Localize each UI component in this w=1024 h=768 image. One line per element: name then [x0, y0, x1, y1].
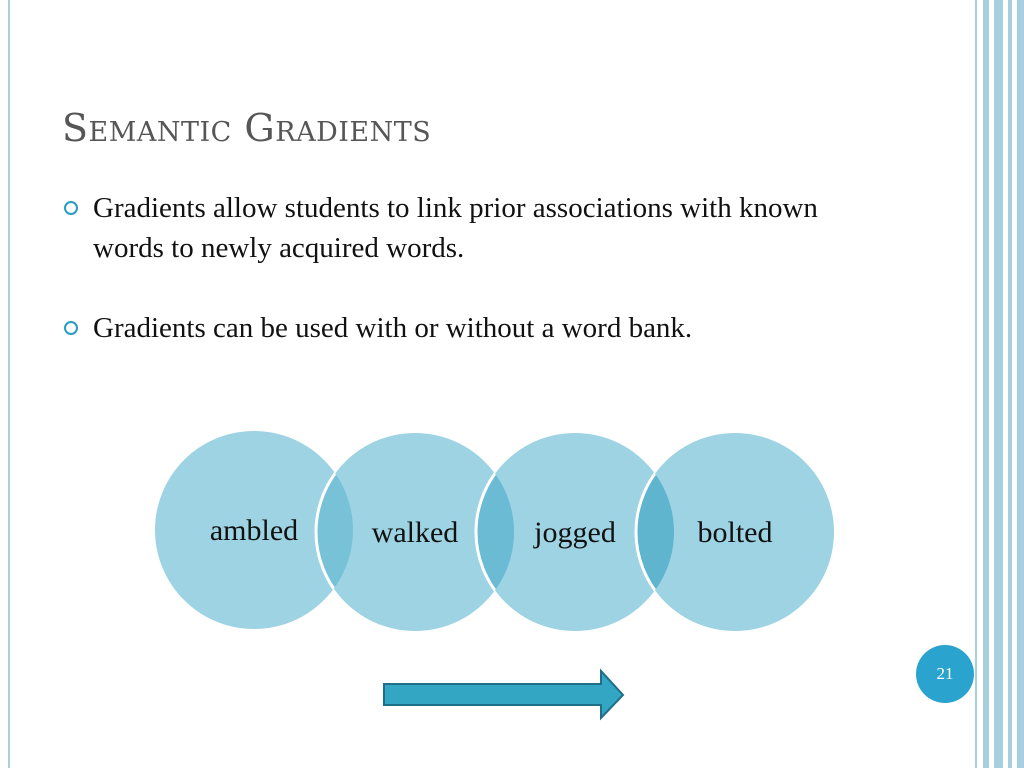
right-border-stripe — [983, 0, 989, 768]
bullet-text: Gradients can be used with or without a … — [93, 312, 693, 344]
circle-bullet-icon — [64, 321, 78, 335]
bullet-item: Gradients allow students to link prior a… — [64, 188, 884, 268]
gradient-word-jogged: jogged — [533, 516, 616, 549]
right-border-stripe — [975, 0, 977, 768]
page-number-badge: 21 — [916, 645, 974, 703]
bullet-item: Gradients can be used with or without a … — [64, 308, 884, 348]
gradient-circle-walked — [316, 433, 514, 631]
circle-bullet-icon — [64, 201, 78, 215]
gradient-circle-bolted — [636, 433, 834, 631]
right-border-stripe — [1017, 0, 1024, 768]
slide-title: Semantic Gradients — [62, 106, 432, 150]
circle-outline — [314, 431, 353, 629]
gradient-word-ambled: ambled — [210, 514, 298, 547]
circle-outline — [634, 433, 674, 631]
gradient-word-bolted: bolted — [698, 516, 773, 549]
gradient-circle-jogged — [476, 433, 674, 631]
right-border-stripe — [1008, 0, 1012, 768]
bullet-text: Gradients allow students to link prior a… — [93, 192, 818, 264]
gradient-word-walked: walked — [372, 516, 459, 549]
bullet-list: Gradients allow students to link prior a… — [64, 188, 884, 348]
right-border-stripe — [994, 0, 1003, 768]
gradient-circle-ambled — [155, 431, 353, 629]
left-border-line — [8, 0, 10, 768]
right-arrow-icon — [383, 668, 625, 721]
circle-outline — [474, 433, 514, 631]
